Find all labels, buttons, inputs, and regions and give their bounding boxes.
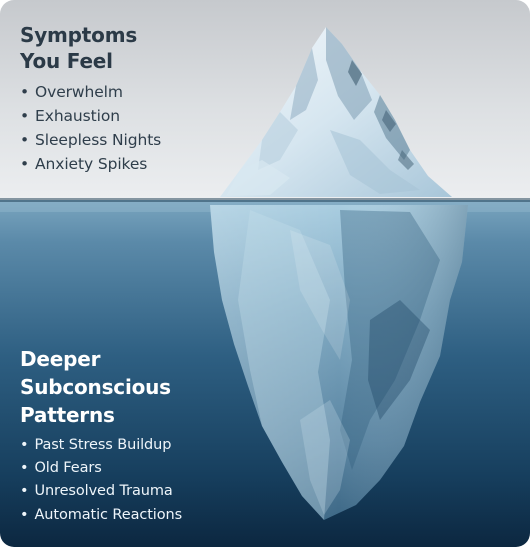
symptoms-heading: Symptoms You Feel: [20, 22, 161, 75]
symptoms-heading-line2: You Feel: [20, 49, 113, 74]
waterline: [0, 198, 530, 202]
patterns-heading-line1: Deeper: [20, 347, 101, 371]
list-item: Anxiety Spikes: [20, 152, 161, 176]
patterns-heading-line3: Patterns: [20, 403, 115, 427]
patterns-section: Deeper Subconscious Patterns Past Stress…: [20, 345, 182, 527]
list-item: Sleepless Nights: [20, 128, 161, 152]
symptoms-section: Symptoms You Feel Overwhelm Exhaustion S…: [20, 22, 161, 176]
list-item: Past Stress Buildup: [20, 434, 182, 457]
patterns-list: Past Stress Buildup Old Fears Unresolved…: [20, 434, 182, 527]
list-item: Exhaustion: [20, 104, 161, 128]
symptoms-heading-line1: Symptoms: [20, 23, 138, 47]
list-item: Overwhelm: [20, 80, 161, 104]
list-item: Automatic Reactions: [20, 504, 182, 527]
symptoms-list: Overwhelm Exhaustion Sleepless Nights An…: [20, 80, 161, 176]
patterns-heading-line2: Subconscious: [20, 375, 171, 399]
list-item: Old Fears: [20, 457, 182, 480]
patterns-heading: Deeper Subconscious Patterns: [20, 345, 182, 429]
list-item: Unresolved Trauma: [20, 480, 182, 503]
